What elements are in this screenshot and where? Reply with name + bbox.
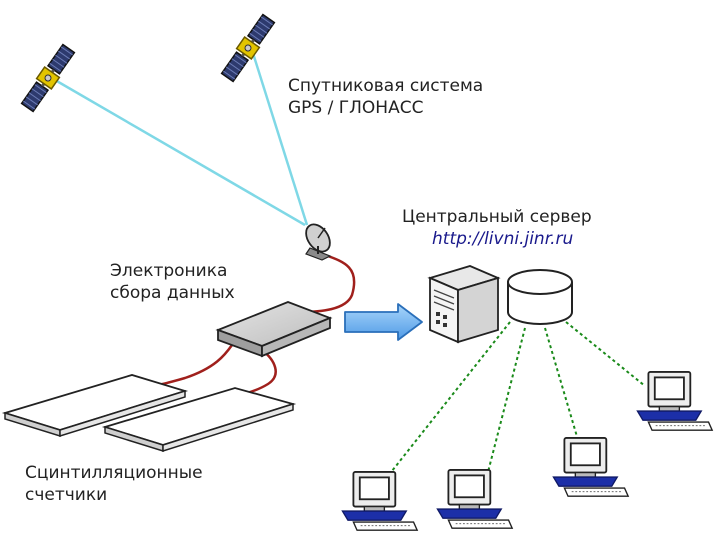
- satellite-icon-right: [219, 12, 277, 84]
- scintillation-counters-label-line-2: счетчики: [25, 485, 108, 505]
- satellite-system-label-line-2: GPS / ГЛОНАСС: [288, 98, 424, 118]
- satellite-system-label-line-1: Спутниковая система: [288, 76, 484, 96]
- network-link-2: [487, 327, 526, 473]
- cable-antenna-to-box: [299, 253, 356, 314]
- data-transfer-arrow-icon: [344, 303, 423, 341]
- network-link-1: [387, 321, 511, 477]
- scintillation-counters-label: Сцинтилляционные счетчики: [25, 462, 203, 506]
- antenna-dish-icon: [305, 223, 332, 261]
- data-electronics-label: Электроника сбора данных: [110, 260, 235, 304]
- central-server-title: Центральный сервер: [402, 207, 592, 227]
- satellite-link-2: [250, 49, 309, 226]
- network-link-3: [544, 327, 579, 441]
- satellite-system-label: Спутниковая система GPS / ГЛОНАСС: [288, 75, 483, 119]
- satellite-icon-left: [19, 42, 77, 114]
- network-link-4: [565, 321, 646, 387]
- database-icon: [507, 269, 573, 325]
- server-url: http://livni.jinr.ru: [432, 229, 574, 249]
- central-server-label: Центральный сервер http://livni.jinr.ru: [402, 206, 592, 250]
- data-electronics-label-line-2: сбора данных: [110, 283, 235, 303]
- server-tower-icon: [427, 265, 501, 344]
- scintillation-counters-label-line-1: Сцинтилляционные: [25, 463, 203, 483]
- workstation-icon-3: [552, 437, 630, 498]
- workstation-icon-1: [341, 471, 419, 532]
- workstation-icon-2: [436, 469, 514, 530]
- workstation-icon-4: [636, 371, 714, 432]
- cable-box-to-counter-1: [139, 344, 234, 388]
- scintillation-counter-2-icon: [101, 387, 297, 453]
- scintillation-counter-1-icon: [1, 374, 189, 438]
- satellite-link-1: [54, 78, 306, 227]
- data-electronics-label-line-1: Электроника: [110, 261, 228, 281]
- data-electronics-box-icon: [215, 301, 333, 358]
